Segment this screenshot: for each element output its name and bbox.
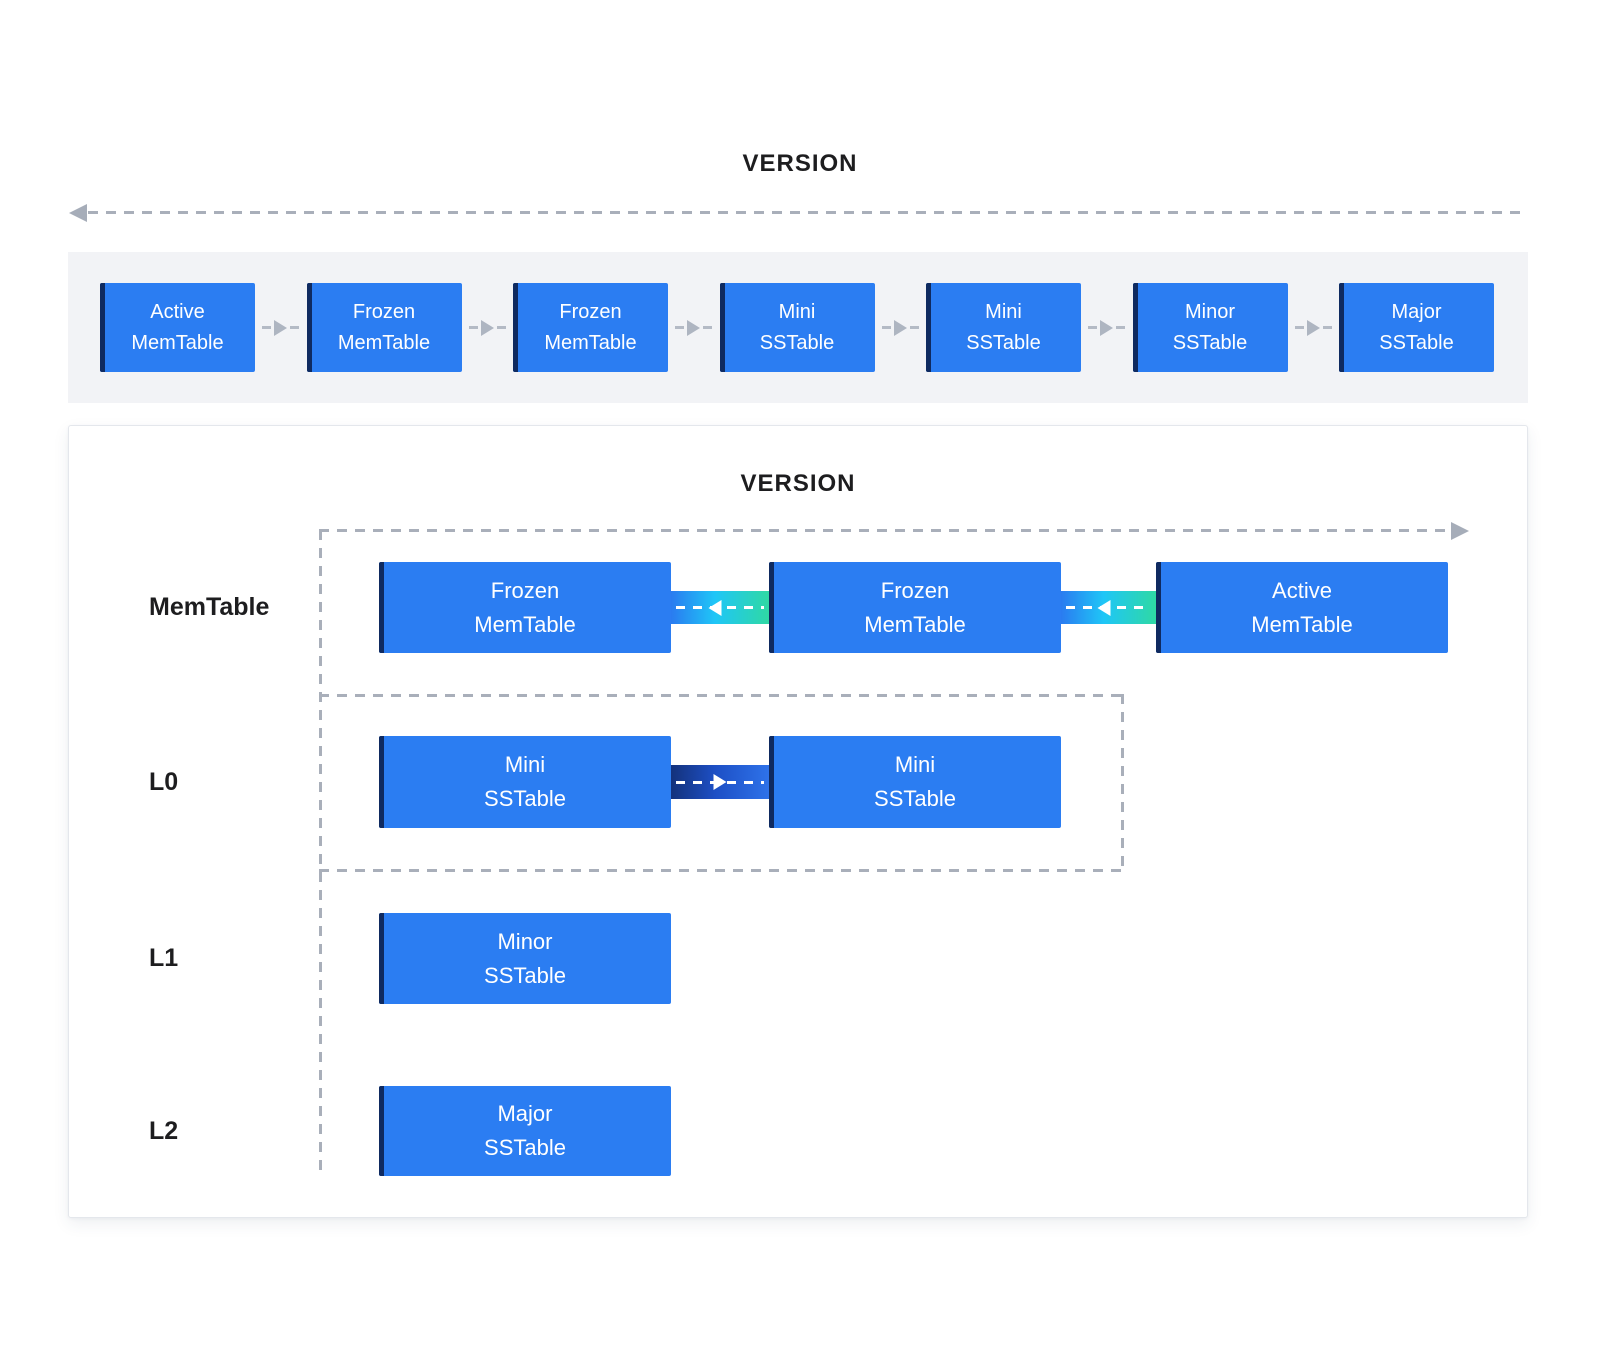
dash-icon (1322, 326, 1332, 329)
node-mini-sstable-1: Mini SSTable (719, 283, 875, 372)
dash-icon (703, 326, 713, 329)
triangle-right-icon (274, 319, 288, 336)
top-version-arrowhead-left-icon (69, 204, 87, 222)
node-label-line: Frozen (490, 577, 560, 603)
node-mini-sstable-b: Mini SSTable (769, 736, 1061, 828)
node-label-line: Frozen (880, 577, 950, 603)
node-label-line: Frozen (559, 300, 622, 323)
node-label-line: MemTable (864, 611, 966, 637)
dash-icon (881, 326, 891, 329)
dash-icon (675, 326, 685, 329)
node-label-line: SSTable (484, 786, 566, 811)
node-label-line: SSTable (966, 331, 1041, 354)
dash-icon (1116, 326, 1126, 329)
row-label-l0: L0 (149, 767, 179, 796)
node-label-line: MemTable (131, 331, 224, 354)
panel-version-arrow-line (319, 529, 1451, 532)
top-version-arrow-line (88, 211, 1527, 214)
triangle-right-icon (1100, 319, 1114, 336)
node-label-line: Active (1272, 577, 1332, 603)
node-frozen-memtable-1: Frozen MemTable (306, 283, 462, 372)
node-mini-sstable-a: Mini SSTable (379, 736, 671, 828)
triangle-left-icon (1097, 599, 1111, 616)
triangle-right-icon (480, 319, 494, 336)
node-active-memtable: Active MemTable (100, 283, 255, 372)
node-label-line: Mini (778, 300, 816, 323)
node-label-line: Active (150, 300, 205, 323)
dash-icon (262, 326, 272, 329)
flush-sequence-band: Active MemTable Frozen MemTable Frozen M… (68, 252, 1528, 403)
node-label-line: Major (1391, 300, 1442, 323)
node-label-line: MemTable (337, 331, 431, 354)
memtable-region-bottom-border (319, 694, 1124, 697)
node-active-memtable-panel: Active MemTable (1156, 562, 1448, 653)
row-label-l2: L2 (149, 1116, 179, 1145)
triangle-left-icon (708, 599, 722, 616)
dash-icon (290, 326, 300, 329)
right-arrow-icon (462, 319, 514, 336)
node-major-sstable: Major SSTable (1339, 283, 1494, 372)
node-frozen-memtable-2: Frozen MemTable (513, 283, 668, 372)
merge-flow-connector-right-arrow (671, 765, 769, 799)
panel-version-arrowhead-right-icon (1451, 522, 1469, 540)
triangle-right-icon (687, 319, 701, 336)
node-mini-sstable-2: Mini SSTable (926, 283, 1081, 372)
dash-icon (496, 326, 506, 329)
right-arrow-icon (1081, 319, 1133, 336)
triangle-right-icon (1306, 319, 1320, 336)
node-label-line: SSTable (874, 786, 956, 811)
node-frozen-memtable-a: Frozen MemTable (379, 562, 671, 653)
node-label-line: SSTable (759, 331, 835, 354)
region-border-left (319, 530, 322, 1176)
node-label-line: SSTable (484, 962, 566, 988)
triangle-right-icon (893, 319, 907, 336)
node-label-line: Major (497, 1101, 553, 1126)
freeze-flow-connector-left-arrow (1061, 591, 1156, 624)
panel-version-title: VERSION (740, 470, 856, 497)
node-label-line: SSTable (1172, 331, 1248, 354)
node-label-line: Mini (985, 300, 1022, 323)
right-arrow-icon (668, 319, 720, 336)
row-label-memtable: MemTable (149, 593, 270, 621)
triangle-right-icon (713, 774, 727, 790)
dash-icon (1294, 326, 1304, 329)
node-label-line: Frozen (352, 300, 416, 323)
node-label-line: Mini (894, 752, 936, 777)
node-label-line: MemTable (544, 331, 637, 354)
right-arrow-icon (875, 319, 927, 336)
dash-icon (909, 326, 919, 329)
freeze-flow-connector-left-arrow (671, 591, 769, 624)
node-frozen-memtable-b: Frozen MemTable (769, 562, 1061, 653)
dash-icon (1088, 326, 1098, 329)
version-levels-panel: VERSION MemTable L0 L1 L2 Frozen MemTabl… (68, 425, 1528, 1218)
node-label-line: Minor (497, 928, 553, 954)
node-major-sstable-panel: Major SSTable (379, 1086, 671, 1176)
node-minor-sstable-panel: Minor SSTable (379, 913, 671, 1004)
top-version-title: VERSION (742, 150, 858, 177)
node-minor-sstable: Minor SSTable (1132, 283, 1288, 372)
node-label-line: SSTable (1379, 331, 1454, 354)
node-label-line: MemTable (474, 611, 576, 637)
dash-icon (468, 326, 478, 329)
row-label-l1: L1 (149, 944, 179, 972)
l0-region-right-border (1121, 694, 1124, 869)
l0-region-bottom-border (319, 869, 1124, 872)
node-label-line: Minor (1184, 300, 1235, 323)
right-arrow-icon (255, 319, 307, 336)
node-label-line: SSTable (484, 1135, 566, 1160)
node-label-line: Mini (504, 752, 546, 777)
node-label-line: MemTable (1251, 611, 1353, 637)
right-arrow-icon (1288, 319, 1340, 336)
